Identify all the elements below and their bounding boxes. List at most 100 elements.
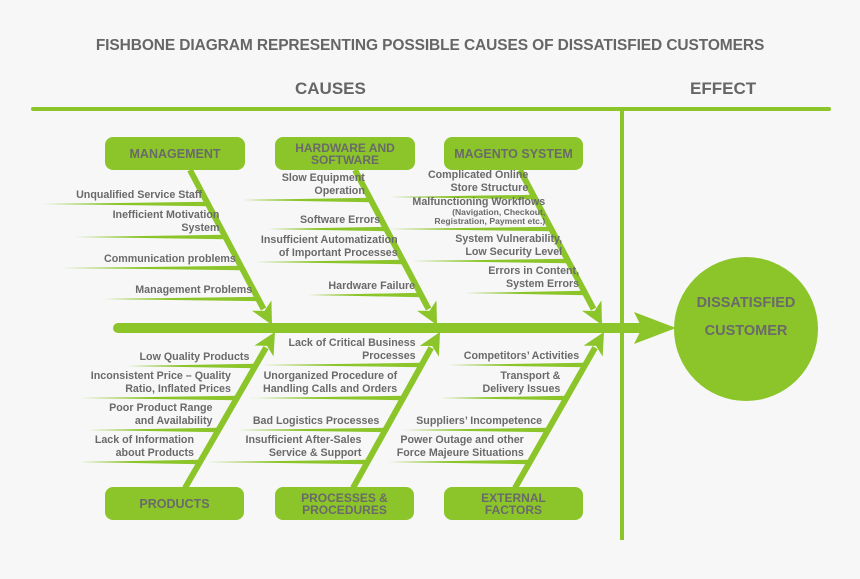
cause-label: Management Problems	[135, 284, 252, 297]
category-box-magento: MAGENTO SYSTEM	[444, 137, 583, 170]
cause-label-line: Lack of Information	[94, 434, 194, 446]
bone-external	[512, 346, 598, 490]
cause-label: Transport &Delivery Issues	[483, 370, 561, 395]
category-label-line: FACTORS	[484, 502, 543, 517]
causes-heading: CAUSES	[295, 79, 366, 98]
cause-label-line: Complicated Online	[427, 169, 529, 181]
cause-label-line: Registration, Payment etc.)	[434, 216, 546, 226]
bone-products	[182, 346, 269, 490]
cause-label-line: Processes	[362, 349, 416, 362]
effect-label-line2: CUSTOMER	[704, 323, 788, 339]
sub-bone	[255, 259, 404, 265]
cause-label-line: Insufficient After-Sales	[245, 434, 362, 446]
category-label-line: EXTERNAL	[481, 490, 546, 505]
sub-bone	[207, 459, 368, 465]
sub-bone	[243, 197, 371, 203]
cause-label-line: Malfunctioning Workflows	[412, 195, 546, 208]
category-label-line: PROCESSES &	[301, 490, 388, 505]
bone-arrowhead-magento	[581, 300, 602, 325]
sub-bone	[465, 290, 586, 296]
sub-bone	[390, 194, 535, 200]
sub-bone	[250, 395, 404, 401]
sub-bone	[62, 265, 242, 271]
bone-arrowhead-processes	[419, 332, 440, 357]
cause-label-line: Poor Product Range	[109, 402, 213, 414]
cause-label-line: Transport &	[500, 370, 561, 382]
sub-bone	[103, 296, 259, 302]
cause-label: Suppliers’ Incompetence	[416, 415, 542, 428]
category-label-line: MAGENTO SYSTEM	[454, 146, 573, 161]
cause-label-line: Communication problems	[104, 252, 236, 265]
cause-label: Low Quality Products	[140, 351, 250, 364]
category-box-management: MANAGEMENT	[105, 137, 245, 170]
cause-label-line: Software Errors	[300, 213, 381, 226]
sub-bone	[388, 226, 552, 232]
bone-hardware	[352, 168, 432, 311]
cause-label-line: Ratio, Inflated Prices	[125, 382, 231, 395]
cause-label-line: Management Problems	[135, 283, 253, 296]
bone-arrowhead-management	[251, 300, 272, 325]
bone-magento	[517, 168, 597, 311]
cause-label: Bad Logistics Processes	[253, 415, 380, 428]
cause-label-line: Slow Equipment	[281, 172, 365, 184]
cause-label-line: Inconsistent Price – Quality	[90, 370, 231, 382]
sub-bone	[238, 427, 386, 433]
cause-label-line: Inefficient Motivation	[112, 209, 220, 221]
bone-processes	[350, 346, 434, 490]
cause-label: Software Errors	[300, 214, 380, 227]
cause-label-line: Lack of Critical Business	[288, 337, 416, 349]
cause-label-line: Force Majeure Situations	[396, 446, 524, 459]
cause-label-line: Errors in Content,	[488, 265, 580, 277]
category-box-products: PRODUCTS	[105, 487, 244, 520]
cause-label-line: Hardware Failure	[328, 279, 416, 292]
sub-bone	[268, 226, 387, 232]
cause-label-line: Handling Calls and Orders	[262, 382, 398, 395]
cause-label-line: (Navigation, Checkout,	[452, 207, 546, 217]
category-label-line: SOFTWARE	[311, 152, 379, 167]
sub-bone	[88, 427, 219, 433]
cause-label-line: System Vulnerability,	[455, 233, 563, 245]
cause-label-line: Delivery Issues	[482, 382, 561, 395]
diagram-title: FISHBONE DIAGRAM REPRESENTING POSSIBLE C…	[95, 37, 765, 54]
sub-bone	[388, 459, 530, 465]
spine-arrowhead	[634, 312, 676, 344]
category-label-line: MANAGEMENT	[129, 146, 221, 161]
cause-label: System Vulnerability,Low Security Level	[455, 233, 562, 258]
cause-label: Competitors’ Activities	[464, 350, 579, 363]
category-label-line: PROCEDURES	[302, 502, 387, 517]
sub-bone	[75, 234, 226, 240]
cause-label-line: Low Quality Products	[139, 350, 250, 363]
sub-bone	[412, 258, 569, 264]
cause-label-line: Unorganized Procedure of	[263, 370, 398, 382]
cause-label: Communication problems	[104, 253, 236, 266]
sub-bone	[80, 459, 200, 465]
effect-circle: DISSATISFIED CUSTOMER	[674, 257, 818, 401]
effect-label-line1: DISSATISFIED	[696, 295, 796, 311]
cause-label-line: Insufficient Automatization	[260, 234, 398, 246]
sub-bone	[308, 292, 422, 298]
cause-label-line: Suppliers’ Incompetence	[416, 414, 543, 427]
cause-label: Malfunctioning Workflows(Navigation, Che…	[412, 196, 545, 227]
cause-label-line: Service & Support	[268, 446, 362, 459]
cause-label: Hardware Failure	[328, 280, 415, 293]
sub-bone	[125, 363, 256, 369]
effect-heading: EFFECT	[690, 79, 757, 98]
sub-bone	[440, 395, 567, 401]
cause-label-line: Operation	[314, 184, 365, 197]
cause-label-line: Store Structure	[450, 181, 529, 194]
category-label-line: PRODUCTS	[139, 496, 210, 511]
bone-arrowhead-hardware	[416, 300, 437, 325]
sub-bone	[43, 201, 208, 207]
bone-arrowhead-products	[254, 332, 275, 357]
sub-bone	[448, 362, 586, 368]
